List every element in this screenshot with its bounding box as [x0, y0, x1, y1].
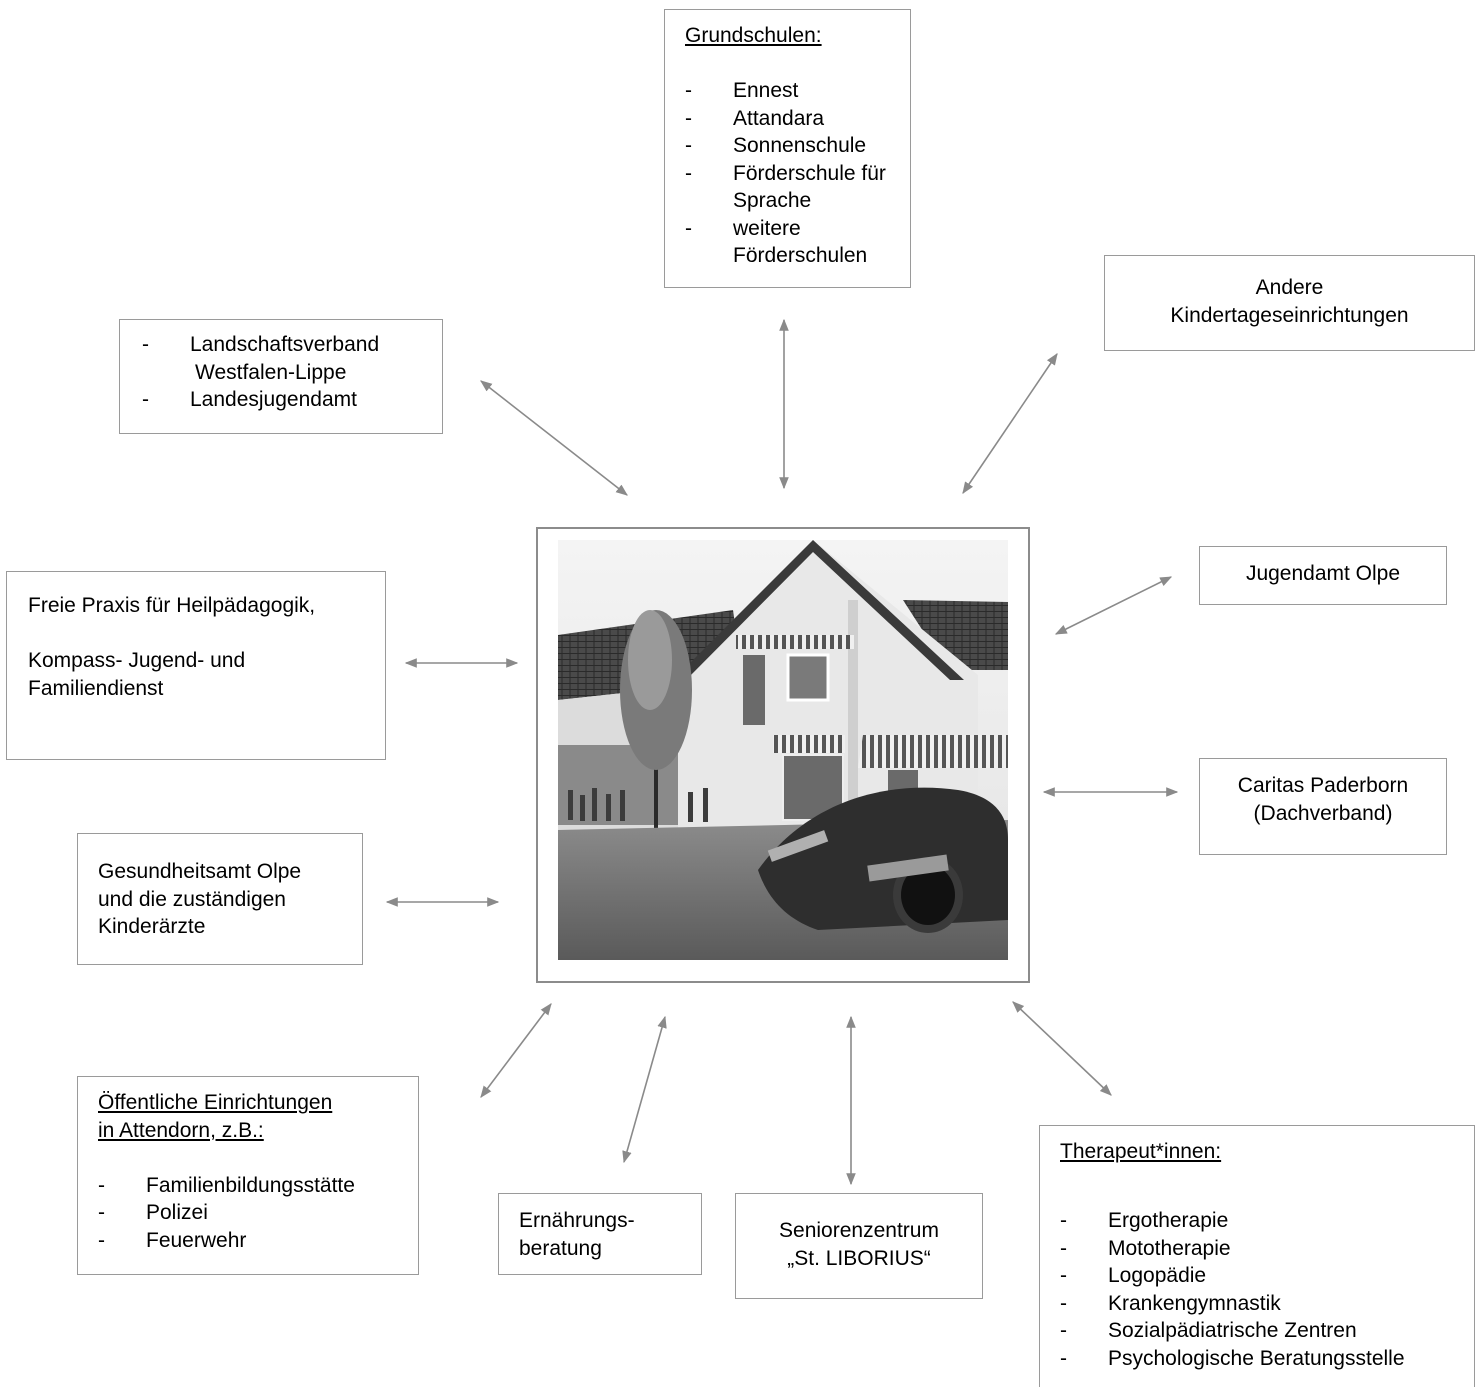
therapeuten-box: Therapeut*innen: -Ergotherapie -Motother… [1039, 1125, 1475, 1387]
grundschulen-list: -Ennest -Attandara -Sonnenschule -Förder… [685, 77, 910, 270]
caritas-line2: (Dachverband) [1253, 801, 1393, 825]
ernaehrung-box: Ernährungs- beratung [498, 1193, 702, 1275]
andere-kita-box: Andere Kindertageseinrichtungen [1104, 255, 1475, 351]
caritas-box: Caritas Paderborn (Dachverband) [1199, 758, 1447, 855]
andere-kita-line2: Kindertageseinrichtungen [1170, 303, 1409, 327]
oeffentliche-heading-line1: Öffentliche Einrichtungen [98, 1091, 333, 1114]
list-item: -Ergotherapie [1060, 1209, 1229, 1232]
arrow-landschaftsverband [480, 380, 628, 496]
seniorenzentrum-box: Seniorenzentrum „St. LIBORIUS“ [735, 1193, 983, 1299]
list-item: -Krankengymnastik [1060, 1291, 1281, 1315]
jugendamt-label: Jugendamt Olpe [1245, 562, 1401, 585]
kita-building-photo [558, 540, 1008, 960]
arrow-jugendamt [1054, 576, 1173, 635]
landesjugendamt-label: Landesjugendamt [190, 388, 357, 411]
arrow-therapeuten [1012, 1001, 1112, 1096]
ernaehrung-line2: beratung [519, 1236, 602, 1260]
list-item: -Familienbildungsstätte [98, 1173, 355, 1197]
seniorenzentrum-line2: „St. LIBORIUS“ [787, 1246, 931, 1270]
list-item: -Logopädie [1060, 1264, 1207, 1287]
arrow-andere-kita [962, 353, 1058, 494]
jugendamt-box: Jugendamt Olpe [1199, 546, 1447, 605]
list-item: -Attandara [685, 106, 825, 130]
ernaehrung-line1: Ernährungs- [519, 1209, 635, 1232]
list-item: -Sonnenschule [685, 134, 867, 157]
list-item: -Feuerwehr [98, 1228, 247, 1252]
list-item: -Mototherapie [1060, 1236, 1231, 1260]
arrow-oeffentliche [480, 1003, 552, 1098]
freie-praxis-line1: Freie Praxis für Heilpädagogik, [28, 594, 316, 617]
andere-kita-line1: Andere [1255, 276, 1324, 299]
gesundheitsamt-line1: Gesundheitsamt Olpe [98, 860, 302, 883]
gesundheitsamt-box: Gesundheitsamt Olpe und die zuständigen … [77, 833, 363, 965]
grundschulen-heading: Grundschulen: [685, 24, 822, 47]
center-photo-frame [536, 527, 1030, 983]
freie-praxis-line3: Familiendienst [28, 676, 164, 700]
landschaftsverband-line2: Westfalen-Lippe [195, 360, 347, 384]
freie-praxis-line2: Kompass- Jugend- und [28, 649, 246, 672]
list-item: -weitere Förderschulen [685, 216, 868, 268]
landschaftsverband-box: - Landschaftsverband Westfalen-Lippe - L… [119, 319, 443, 434]
arrow-ernaehrung [622, 1015, 667, 1164]
list-item: -Psychologische Beratungsstelle [1060, 1346, 1405, 1370]
list-item: -Sozialpädiatrische Zentren [1060, 1319, 1357, 1342]
oeffentliche-box: Öffentliche Einrichtungen in Attendorn, … [77, 1076, 419, 1275]
grundschulen-box: Grundschulen: -Ennest -Attandara -Sonnen… [664, 9, 911, 288]
list-item: -Ennest [685, 79, 799, 102]
seniorenzentrum-line1: Seniorenzentrum [779, 1219, 939, 1242]
building-illustration [558, 540, 1008, 960]
oeffentliche-list: -Familienbildungsstätte -Polizei -Feuerw… [98, 1172, 418, 1255]
caritas-line1: Caritas Paderborn [1237, 774, 1409, 797]
gesundheitsamt-line2: und die zuständigen [98, 887, 286, 911]
therapeuten-heading: Therapeut*innen: [1060, 1140, 1222, 1163]
list-item: -Polizei [98, 1201, 208, 1224]
list-item: -Förderschule für Sprache [685, 161, 886, 213]
oeffentliche-heading-line2: in Attendorn, z.B.: [98, 1118, 264, 1142]
landschaftsverband-line1: Landschaftsverband [190, 333, 380, 356]
therapeuten-list: -Ergotherapie -Mototherapie -Logopädie -… [1060, 1207, 1474, 1372]
freie-praxis-box: Freie Praxis für Heilpädagogik, Kompass-… [6, 571, 386, 760]
gesundheitsamt-line3: Kinderärzte [98, 915, 206, 938]
